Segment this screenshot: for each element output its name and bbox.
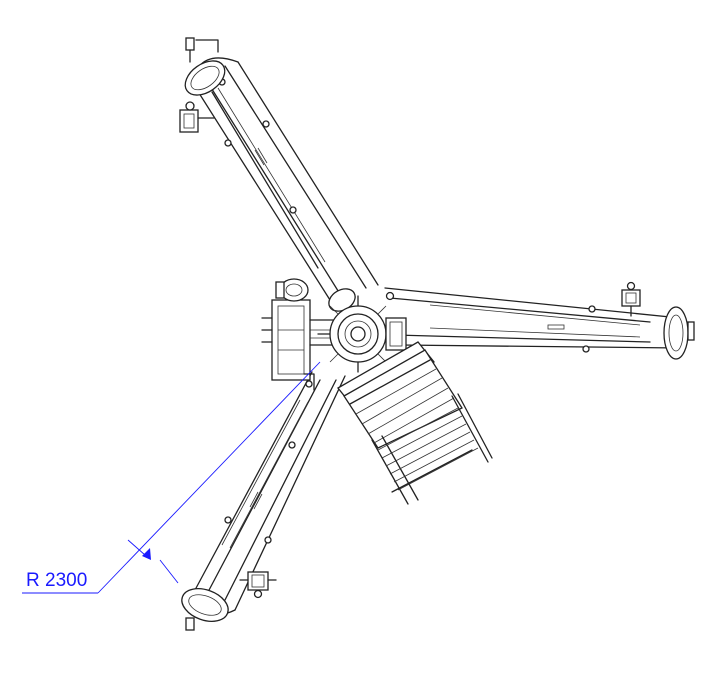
upper-left-leg (191, 57, 379, 301)
dimension-tick-mark (159, 559, 179, 584)
dimension-radius-line (97, 361, 321, 594)
radius-dimension-label: R 2300 (26, 570, 87, 591)
lower-left-leg (194, 371, 346, 616)
right-clamp (621, 281, 641, 317)
step-platform (337, 341, 493, 505)
right-wheel (663, 306, 695, 360)
central-mast-assembly (261, 278, 407, 391)
lower-clamp (239, 571, 277, 599)
upper-wheel (184, 37, 226, 96)
dimension-arrowhead (142, 548, 151, 560)
right-leg (384, 287, 690, 353)
lower-wheel (181, 588, 229, 631)
dimension-extension-mark (127, 539, 146, 556)
upper-clamp (179, 101, 215, 133)
radius-dimension: R 2300 (22, 361, 321, 594)
